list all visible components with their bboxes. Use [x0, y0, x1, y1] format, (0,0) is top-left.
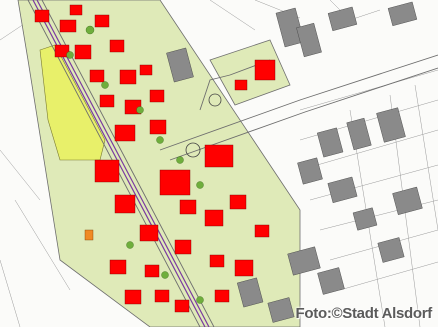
trees-layer	[66, 25, 204, 304]
new-buildings	[34, 4, 276, 313]
orange-marker	[84, 229, 94, 241]
planning-area	[17, 0, 301, 327]
existing-buildings	[166, 1, 423, 323]
roundabout	[185, 93, 222, 158]
photo-credit: Foto:©Stadt Alsdorf	[295, 305, 433, 322]
